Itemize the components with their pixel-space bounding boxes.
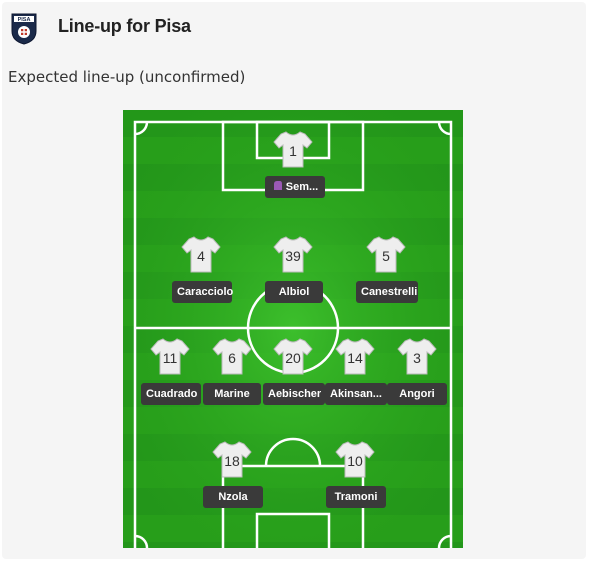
shirt-number: 4 (197, 248, 205, 264)
lineup-header: PISA Line-up for Pisa (2, 2, 586, 52)
lineup-status: Expected line-up (unconfirmed) (8, 68, 246, 86)
shirt-number: 39 (285, 248, 301, 264)
player-name: Sem... (285, 181, 319, 193)
shirt-icon (150, 336, 190, 376)
shirt-icon (273, 234, 313, 274)
pisa-crest-icon: PISA (10, 11, 38, 45)
shirt-number: 10 (347, 453, 363, 469)
player-name: Aebischer (263, 383, 325, 405)
football-pitch: 1 Sem... 4 Caracciolo 39 Albiol 5 Canest… (123, 110, 463, 548)
player-name: Canestrelli (356, 281, 418, 303)
shirt-number: 3 (413, 350, 421, 366)
player-name: Albiol (265, 281, 323, 303)
shirt-icon (397, 336, 437, 376)
shirt-number: 14 (347, 350, 363, 366)
shirt-icon (212, 336, 252, 376)
player-name: Nzola (203, 486, 263, 508)
player-name: Tramoni (326, 486, 386, 508)
shirt-icon (273, 336, 313, 376)
shirt-number: 6 (228, 350, 236, 366)
shirt-number: 1 (289, 143, 297, 159)
shirt-icon (181, 234, 221, 274)
player-name: Cuadrado (141, 383, 201, 405)
player-name: Marine (203, 383, 261, 405)
player-name: Caracciolo (172, 281, 233, 303)
shirt-icon (273, 129, 313, 169)
page-title: Line-up for Pisa (58, 16, 191, 36)
player-name-tag: Sem... (265, 176, 325, 198)
player-name: Akinsan... (325, 383, 387, 405)
shirt-number: 18 (224, 453, 240, 469)
shirt-number: 20 (285, 350, 301, 366)
shirt-icon (366, 234, 406, 274)
pisa-crest-text: PISA (18, 17, 31, 23)
player-name: Angori (387, 383, 447, 405)
shirt-icon (335, 336, 375, 376)
shirt-icon (335, 439, 375, 479)
shirt-number: 11 (162, 350, 178, 366)
goalkeeper-glove-icon (272, 177, 283, 190)
shirt-icon (212, 439, 252, 479)
shirt-number: 5 (382, 248, 390, 264)
